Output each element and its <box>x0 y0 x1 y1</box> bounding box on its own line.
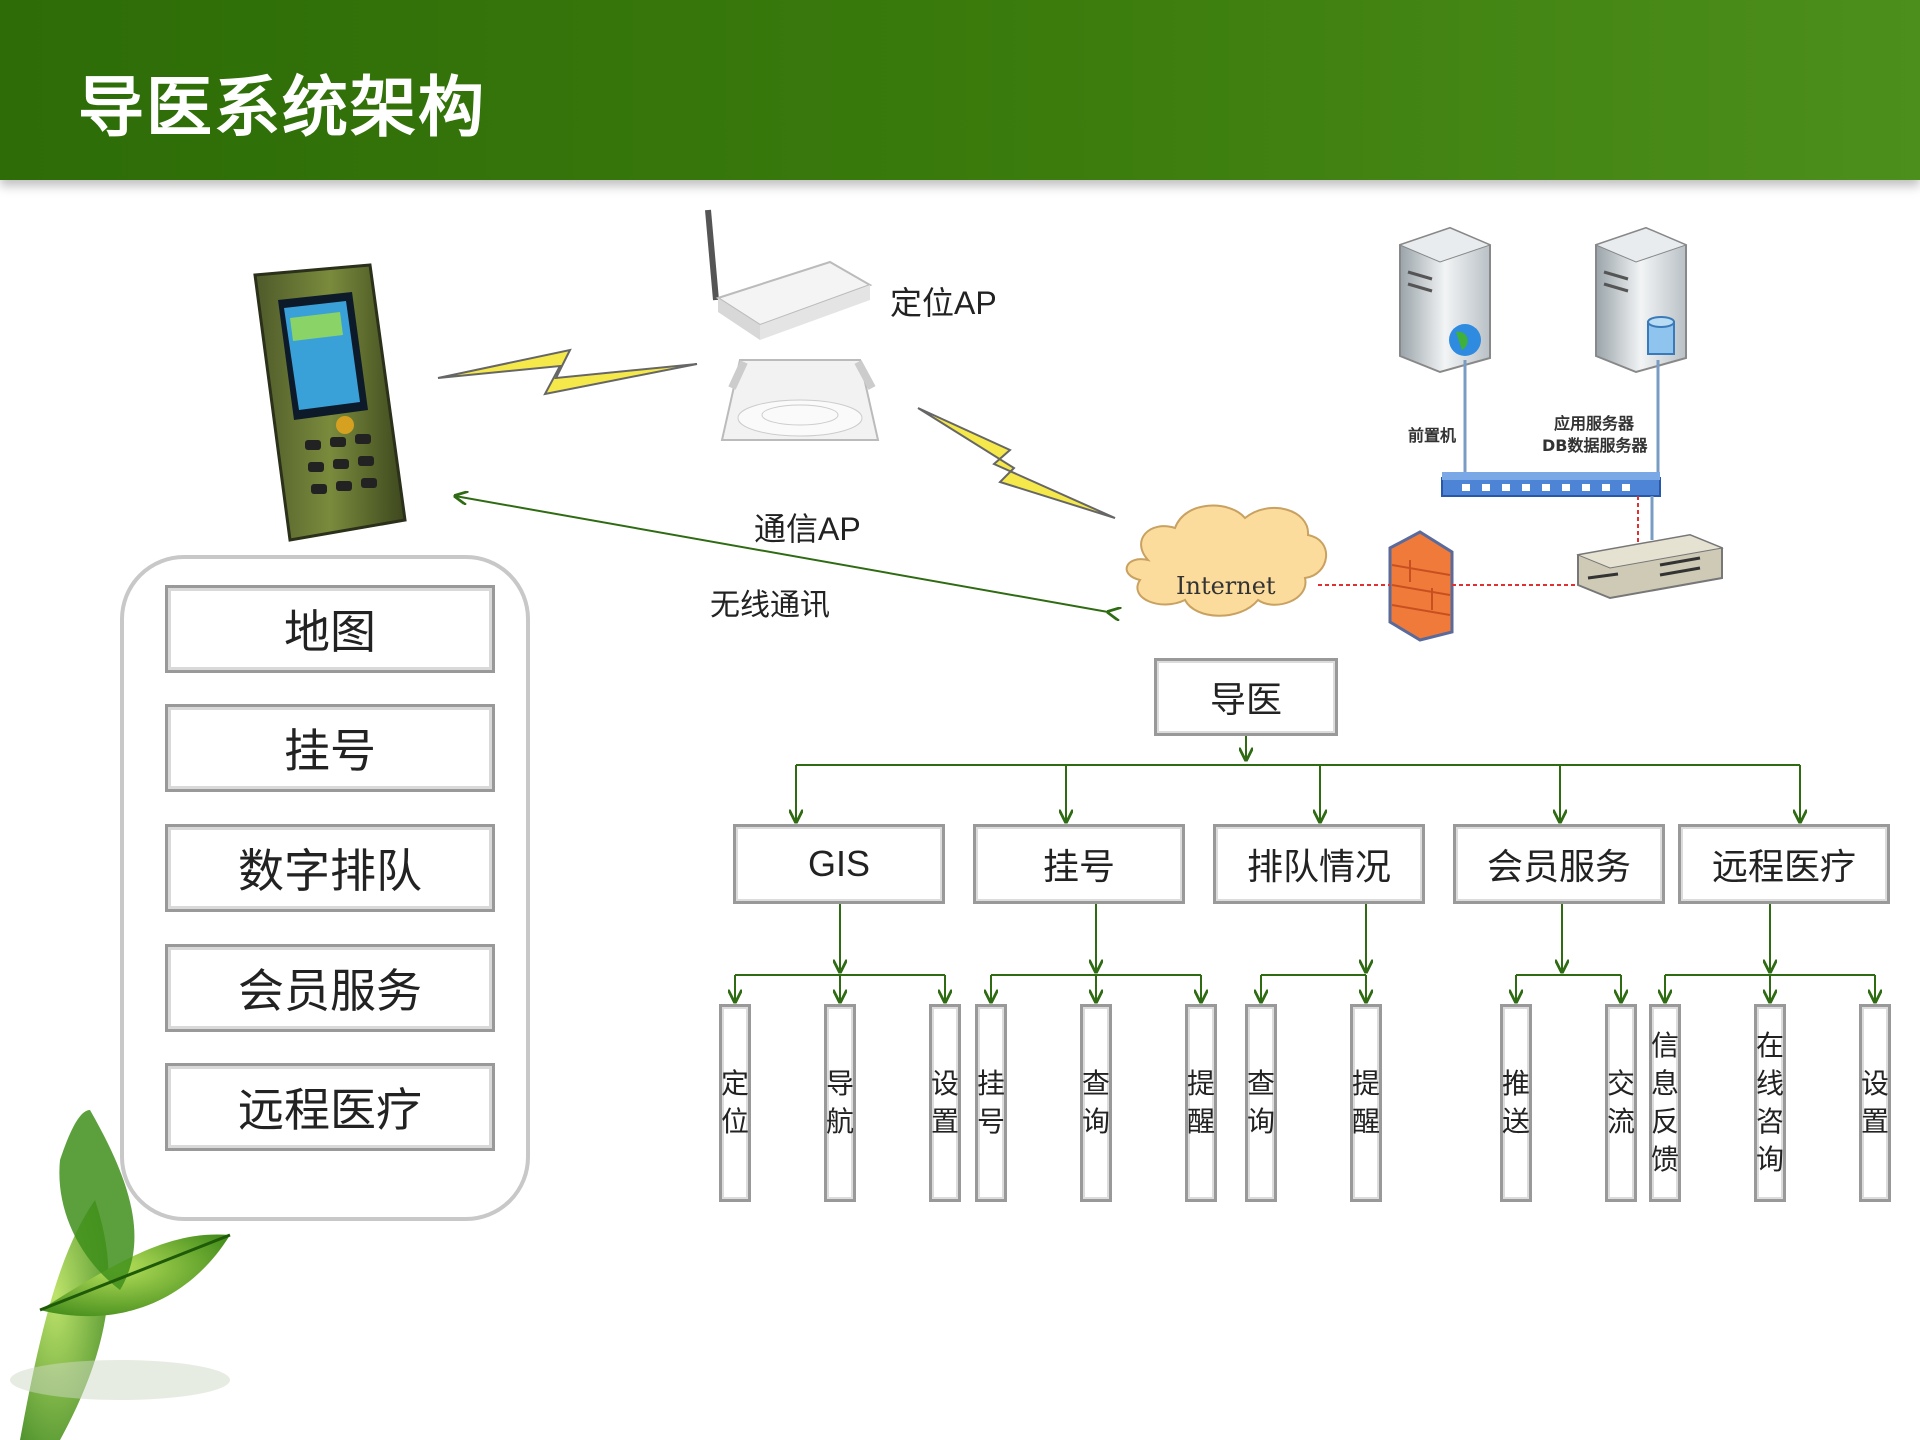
access-point-icon <box>705 209 880 441</box>
menu-item-membership[interactable]: 会员服务 <box>165 944 495 1032</box>
leaf-navigate: 导航 <box>824 1004 856 1202</box>
leaf-tele-settings: 设置 <box>1859 1004 1891 1202</box>
wireless-link-label: 无线通讯 <box>710 588 830 623</box>
leaf-register: 挂号 <box>975 1004 1007 1202</box>
leaf-register-query: 查询 <box>1080 1004 1112 1202</box>
tree-root-node: 导医 <box>1154 658 1338 736</box>
menu-item-map[interactable]: 地图 <box>165 585 495 673</box>
leaf-queue-query: 查询 <box>1245 1004 1277 1202</box>
leaf-exchange: 交流 <box>1605 1004 1637 1202</box>
internet-label: Internet <box>1176 572 1276 600</box>
page-title: 导医系统架构 <box>78 69 486 146</box>
firewall-icon <box>1388 530 1454 642</box>
leaf-decoration-icon <box>10 1110 231 1440</box>
leaf-queue-remind: 提醒 <box>1350 1004 1382 1202</box>
wireless-signal-icon <box>917 407 1116 519</box>
leaf-feedback: 信息反馈 <box>1649 1004 1681 1202</box>
module-queue-status: 排队情况 <box>1213 824 1425 904</box>
leaf-register-remind: 提醒 <box>1185 1004 1217 1202</box>
db-server-label: DB数据服务器 <box>1542 436 1648 455</box>
module-telemedicine: 远程医疗 <box>1678 824 1890 904</box>
leaf-online-consult: 在线咨询 <box>1754 1004 1786 1202</box>
router-icon <box>1576 533 1724 600</box>
leaf-push: 推送 <box>1500 1004 1532 1202</box>
menu-item-telemedicine[interactable]: 远程医疗 <box>165 1063 495 1151</box>
db-server-icon <box>1594 226 1688 374</box>
app-server-label: 应用服务器 <box>1554 414 1635 433</box>
front-server-icon <box>1398 226 1492 374</box>
wireless-signal-icon <box>437 348 698 396</box>
leaf-locate: 定位 <box>719 1004 751 1202</box>
comm-ap-label: 通信AP <box>754 511 861 547</box>
network-switch-icon <box>1441 472 1661 497</box>
internet-cloud-icon <box>1125 504 1327 617</box>
header-bar: 导医系统架构 <box>0 0 1920 180</box>
menu-item-register[interactable]: 挂号 <box>165 704 495 792</box>
leaf-gis-settings: 设置 <box>929 1004 961 1202</box>
positioning-ap-label: 定位AP <box>890 285 997 321</box>
menu-item-queue[interactable]: 数字排队 <box>165 824 495 912</box>
module-membership: 会员服务 <box>1453 824 1665 904</box>
handheld-device-icon <box>253 263 407 542</box>
front-server-label: 前置机 <box>1408 426 1457 445</box>
module-gis: GIS <box>733 824 945 904</box>
module-register: 挂号 <box>973 824 1185 904</box>
